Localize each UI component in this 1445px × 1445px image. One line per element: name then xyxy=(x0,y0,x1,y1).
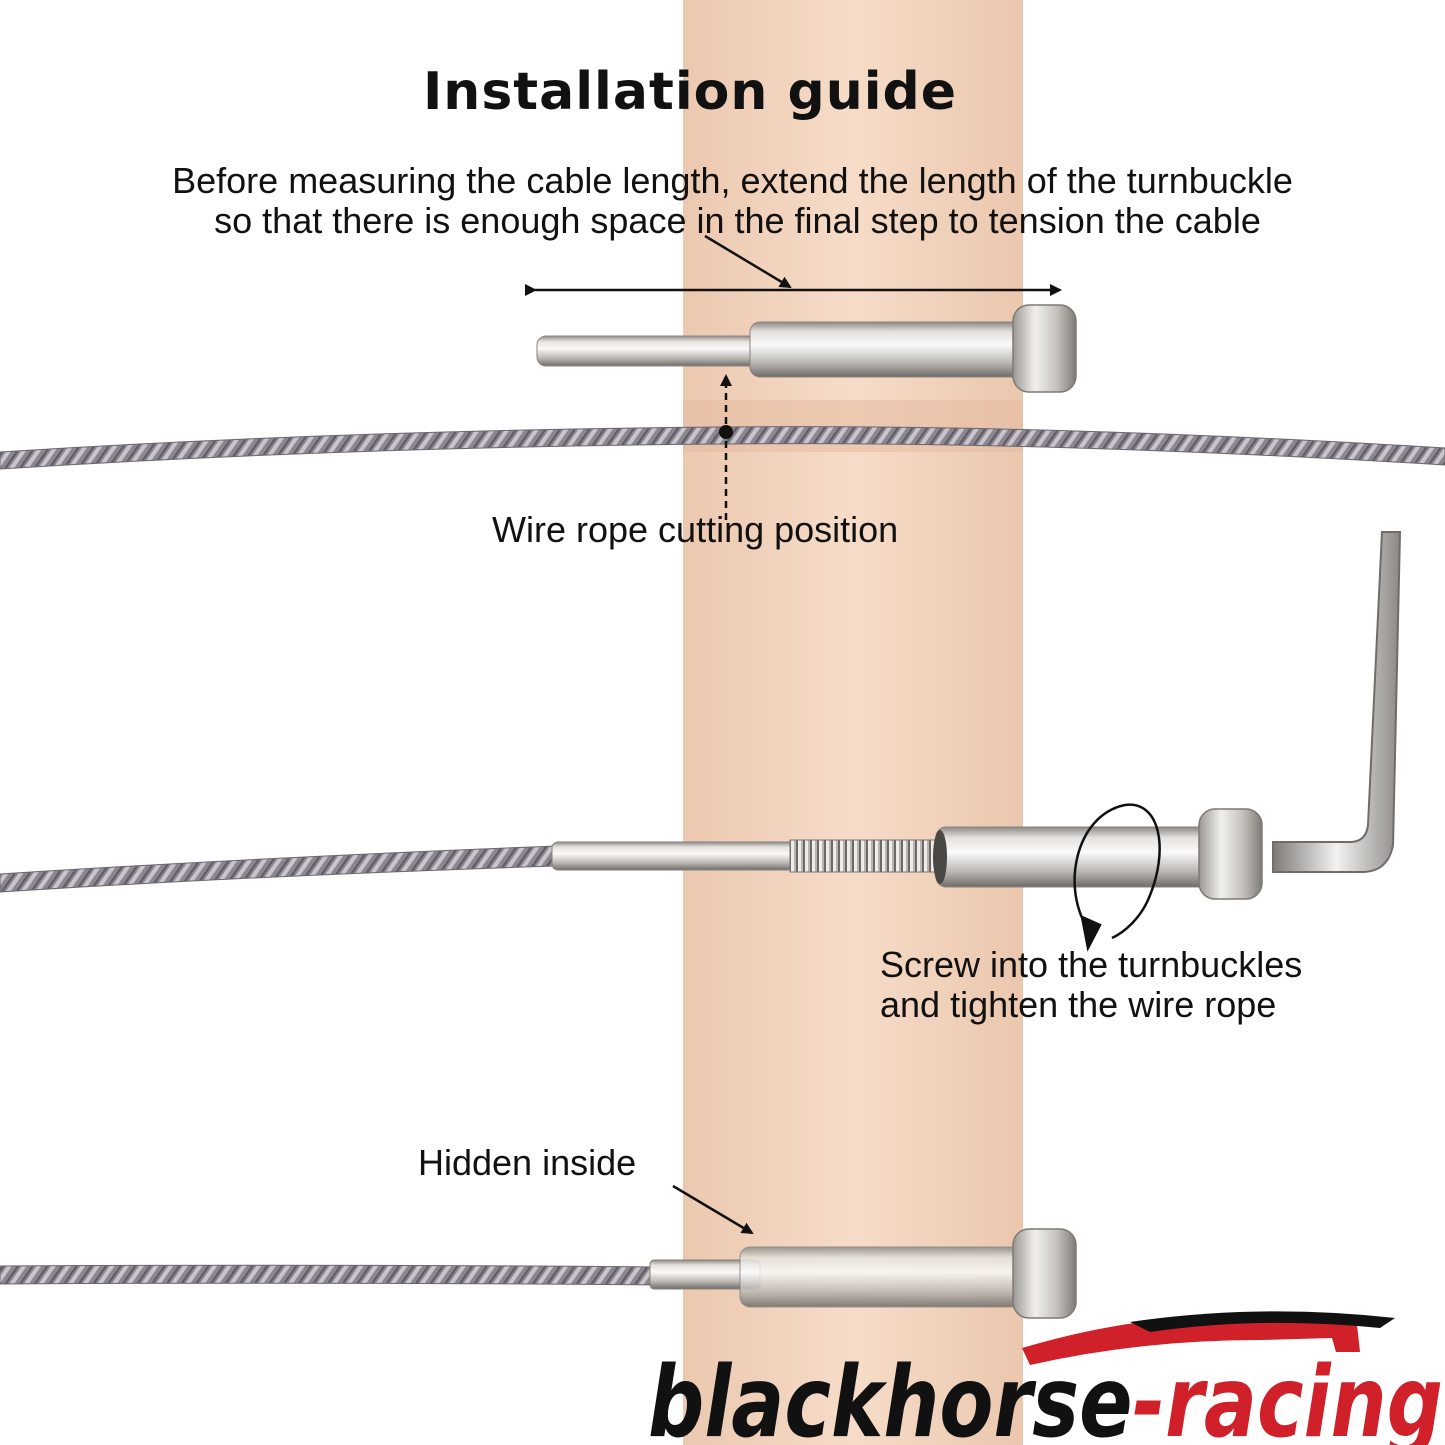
screw-label-line-1: Screw into the turnbuckles xyxy=(880,944,1303,985)
wooden-post xyxy=(683,0,1023,1445)
instruction-line-1: Before measuring the cable length, exten… xyxy=(172,160,1293,201)
brand-logo: blackhorse-racing xyxy=(648,1346,1443,1445)
brand-swoosh xyxy=(1022,1311,1395,1365)
wire-rope-top xyxy=(0,426,1445,470)
brand-logo-part2: -racing xyxy=(1132,1346,1443,1445)
turnbuckle-stud-top xyxy=(536,304,1077,393)
wire-rope-middle xyxy=(0,845,557,893)
pointer-arrow-hidden xyxy=(672,1184,754,1235)
pointer-arrow-length xyxy=(704,234,792,289)
instruction-line-2: so that there is enough space in the fin… xyxy=(214,200,1261,241)
cut-point-dot xyxy=(719,425,733,439)
hex-key-icon xyxy=(1272,531,1402,873)
cutting-position-label: Wire rope cutting position xyxy=(492,509,899,550)
turnbuckle-stud-middle xyxy=(551,808,1263,900)
page-title: Installation guide xyxy=(422,62,958,122)
hidden-inside-label: Hidden inside xyxy=(418,1142,637,1183)
wire-rope-bottom xyxy=(0,1264,661,1286)
rotation-arrow-icon xyxy=(1073,803,1161,952)
turnbuckle-installed xyxy=(649,1228,1077,1319)
brand-logo-part1: blackhorse xyxy=(648,1346,1132,1445)
screw-label-line-2: and tighten the wire rope xyxy=(880,984,1277,1025)
